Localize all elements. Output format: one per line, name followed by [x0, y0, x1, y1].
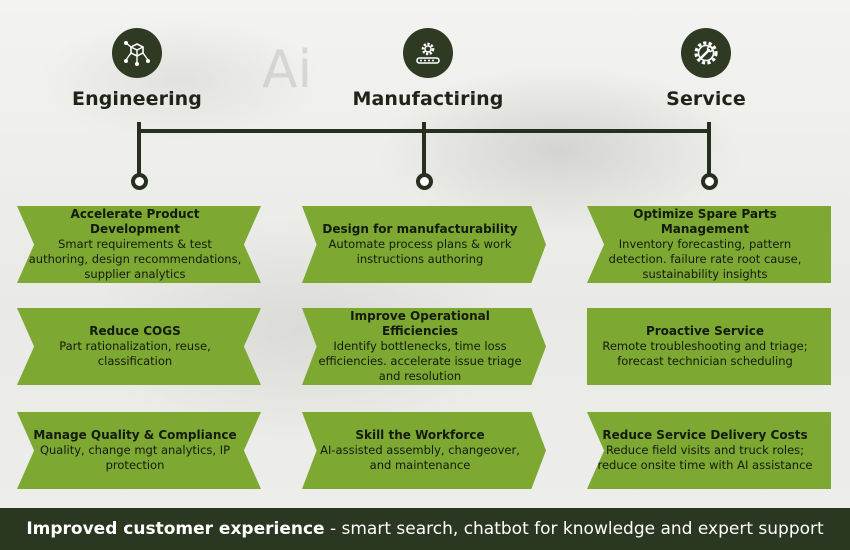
connector-node: [131, 173, 148, 190]
card-accelerate-product-development: Accelerate Product Development Smart req…: [17, 206, 261, 283]
card-description: Remote troubleshooting and triage; forec…: [602, 339, 808, 368]
gear-conveyor-icon: [403, 28, 453, 78]
card-skill-the-workforce: Skill the Workforce AI-assisted assembly…: [302, 412, 546, 489]
column-engineering: Engineering: [17, 28, 257, 110]
card-optimize-spare-parts: Optimize Spare Parts Management Inventor…: [587, 206, 831, 283]
connector-manufacturing: [422, 122, 426, 174]
card-description: Inventory forecasting, pattern detection…: [608, 237, 802, 281]
card-reduce-service-delivery-costs: Reduce Service Delivery Costs Reduce fie…: [587, 412, 831, 489]
card-title: Manage Quality & Compliance: [33, 428, 237, 442]
card-reduce-cogs: Reduce COGS Part rationalization, reuse,…: [17, 308, 261, 385]
column-title: Engineering: [71, 88, 203, 110]
connector-node: [416, 173, 433, 190]
background-watermark: Ai: [262, 40, 313, 100]
card-title: Optimize Spare Parts Management: [633, 207, 777, 236]
card-title: Skill the Workforce: [355, 428, 485, 442]
card-description: Reduce field visits and truck roles; red…: [597, 443, 813, 472]
footer-highlight: Improved customer experience: [26, 519, 325, 539]
gear-wrench-icon: [681, 28, 731, 78]
column-manufacturing: Manufactiring: [308, 28, 548, 110]
card-title: Improve Operational Efficiencies: [350, 309, 490, 338]
connector-node: [701, 173, 718, 190]
card-title: Design for manufacturability: [322, 222, 518, 236]
card-title: Accelerate Product Development: [70, 207, 200, 236]
footer-banner: Improved customer experience - smart sea…: [0, 508, 850, 550]
card-improve-operational-efficiencies: Improve Operational Efficiencies Identif…: [302, 308, 546, 385]
card-design-for-manufacturability: Design for manufacturability Automate pr…: [302, 206, 546, 283]
column-title: Manufactiring: [352, 88, 504, 110]
card-description: Smart requirements & test authoring, des…: [28, 237, 242, 281]
column-service: Service: [586, 28, 826, 110]
card-description: AI-assisted assembly, changeover, and ma…: [320, 443, 520, 472]
card-proactive-service: Proactive Service Remote troubleshooting…: [587, 308, 831, 385]
connector-engineering: [137, 122, 141, 174]
column-title: Service: [666, 88, 746, 110]
connector-service: [707, 122, 711, 174]
card-title: Reduce Service Delivery Costs: [602, 428, 808, 442]
card-description: Automate process plans & work instructio…: [328, 237, 512, 266]
card-description: Identify bottlenecks, time loss efficien…: [318, 339, 522, 383]
card-description: Part rationalization, reuse, classificat…: [59, 339, 211, 368]
card-title: Proactive Service: [645, 324, 765, 338]
network-cube-icon: [112, 28, 162, 78]
card-manage-quality-compliance: Manage Quality & Compliance Quality, cha…: [17, 412, 261, 489]
card-description: Quality, change mgt analytics, IP protec…: [39, 443, 231, 472]
card-title: Reduce COGS: [89, 324, 181, 338]
footer-text: - smart search, chatbot for knowledge an…: [324, 519, 824, 539]
